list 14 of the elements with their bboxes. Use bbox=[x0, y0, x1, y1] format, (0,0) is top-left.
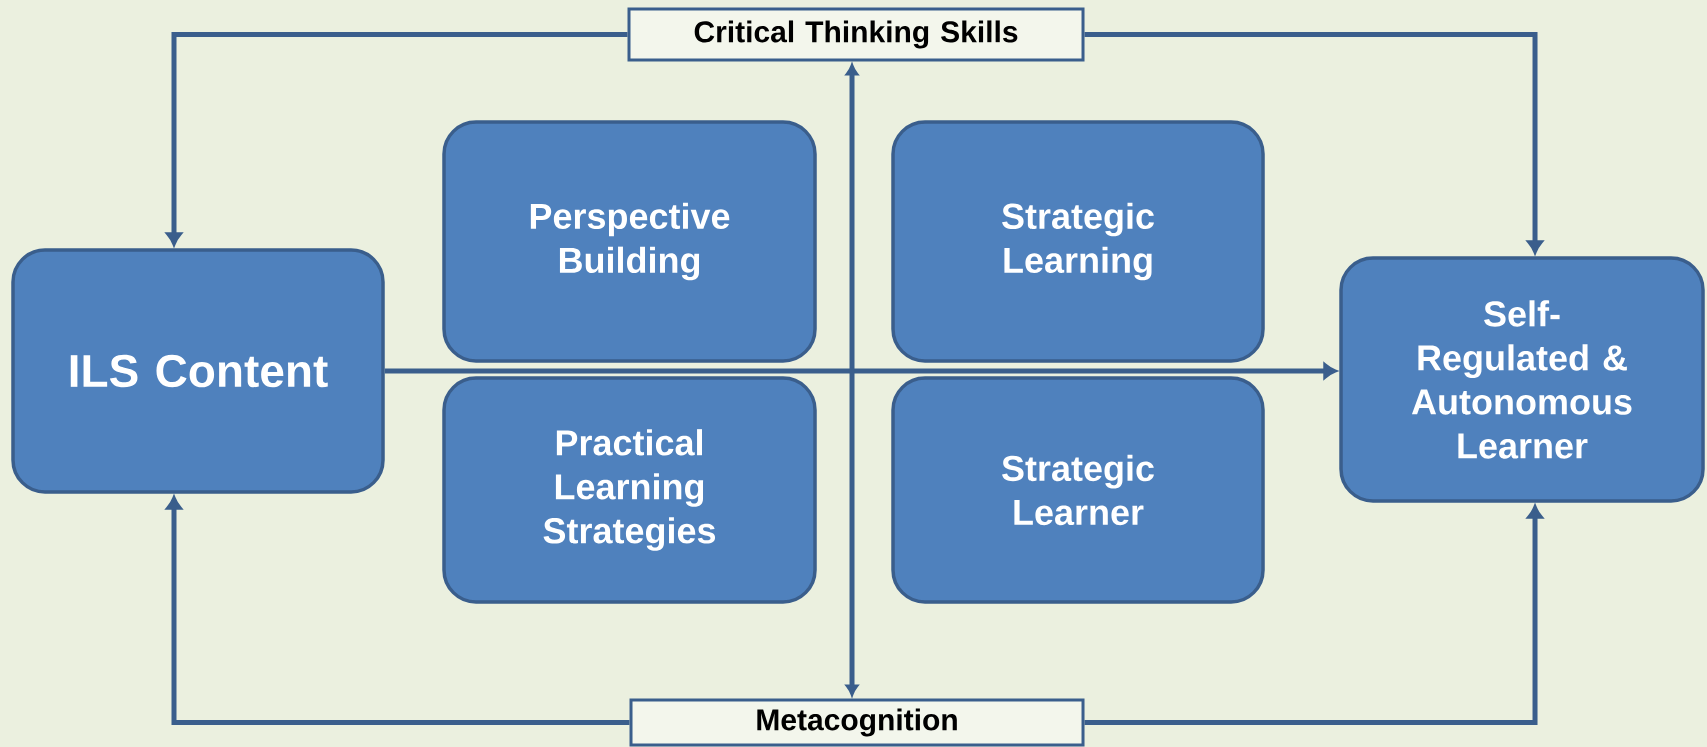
arrow bbox=[845, 64, 859, 696]
rounded-box: Self-Regulated & Autonomous Learner bbox=[1339, 256, 1705, 503]
arrow bbox=[166, 32, 628, 246]
rounded-box: ILS Content bbox=[11, 248, 385, 494]
label-box: Critical Thinking Skills bbox=[627, 7, 1085, 62]
rounded-box: Perspective Building bbox=[442, 120, 817, 363]
label-box: Metacognition bbox=[629, 698, 1085, 747]
rounded-box: Strategic Learner bbox=[891, 376, 1265, 604]
arrow bbox=[166, 496, 630, 725]
rounded-box: Practical Learning Strategies bbox=[442, 376, 817, 604]
rounded-box: Strategic Learning bbox=[891, 120, 1265, 363]
arrow bbox=[1084, 505, 1543, 725]
arrow bbox=[1084, 32, 1543, 254]
arrow bbox=[384, 363, 1337, 379]
